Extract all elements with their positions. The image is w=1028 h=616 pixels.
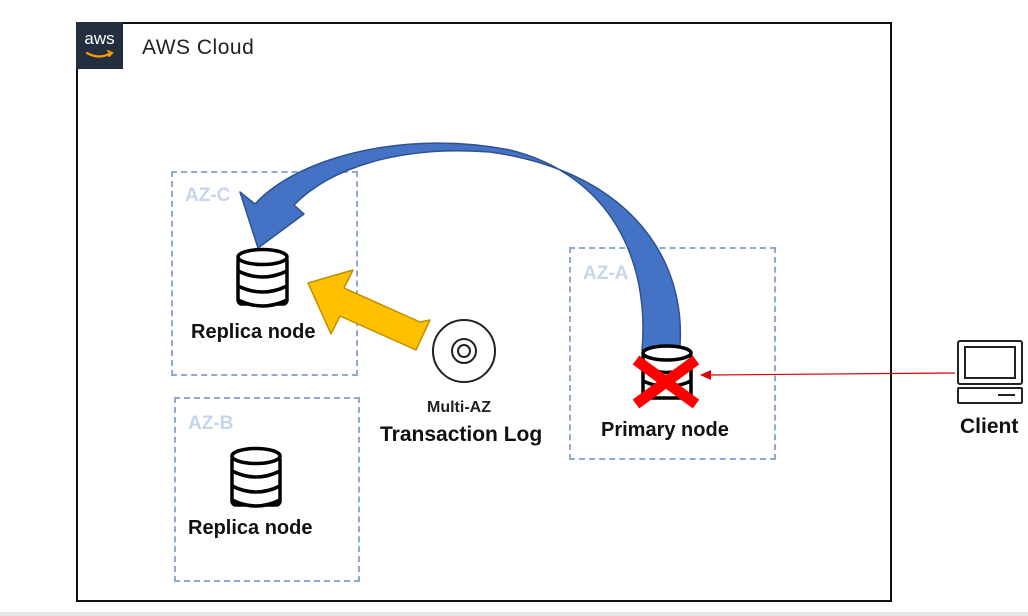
az-c-zone (171, 171, 358, 376)
replication-arrow (307, 269, 431, 351)
az-b-database-icon (230, 446, 282, 508)
bottom-scroll-edge (0, 612, 1028, 616)
transaction-log-label-line2: Transaction Log (380, 423, 543, 446)
aws-logo-text: aws (84, 29, 115, 48)
client-label: Client (960, 415, 1019, 438)
cloud-title: AWS Cloud (142, 36, 255, 59)
az-a-node-label: Primary node (601, 419, 729, 441)
client-connection-line (707, 372, 956, 376)
aws-cloud-frame (76, 22, 892, 602)
transaction-log-disc-icon (432, 319, 496, 383)
az-b-zone (174, 397, 360, 582)
failover-arrow (239, 142, 682, 351)
az-c-node-label: Replica node (191, 321, 316, 343)
az-a-label: AZ-A (583, 263, 629, 284)
az-b-label: AZ-B (188, 413, 234, 434)
client-computer-icon (957, 340, 1023, 404)
aws-logo: aws (76, 22, 123, 69)
failure-x-icon (632, 355, 700, 409)
az-a-zone (569, 247, 776, 460)
az-c-database-icon (236, 247, 289, 308)
az-c-label: AZ-C (185, 185, 231, 206)
aws-smile-icon (85, 50, 114, 58)
client-connection-arrowhead (700, 370, 711, 380)
transaction-log-label-line1: Multi-AZ (427, 399, 491, 416)
az-b-node-label: Replica node (188, 517, 313, 539)
